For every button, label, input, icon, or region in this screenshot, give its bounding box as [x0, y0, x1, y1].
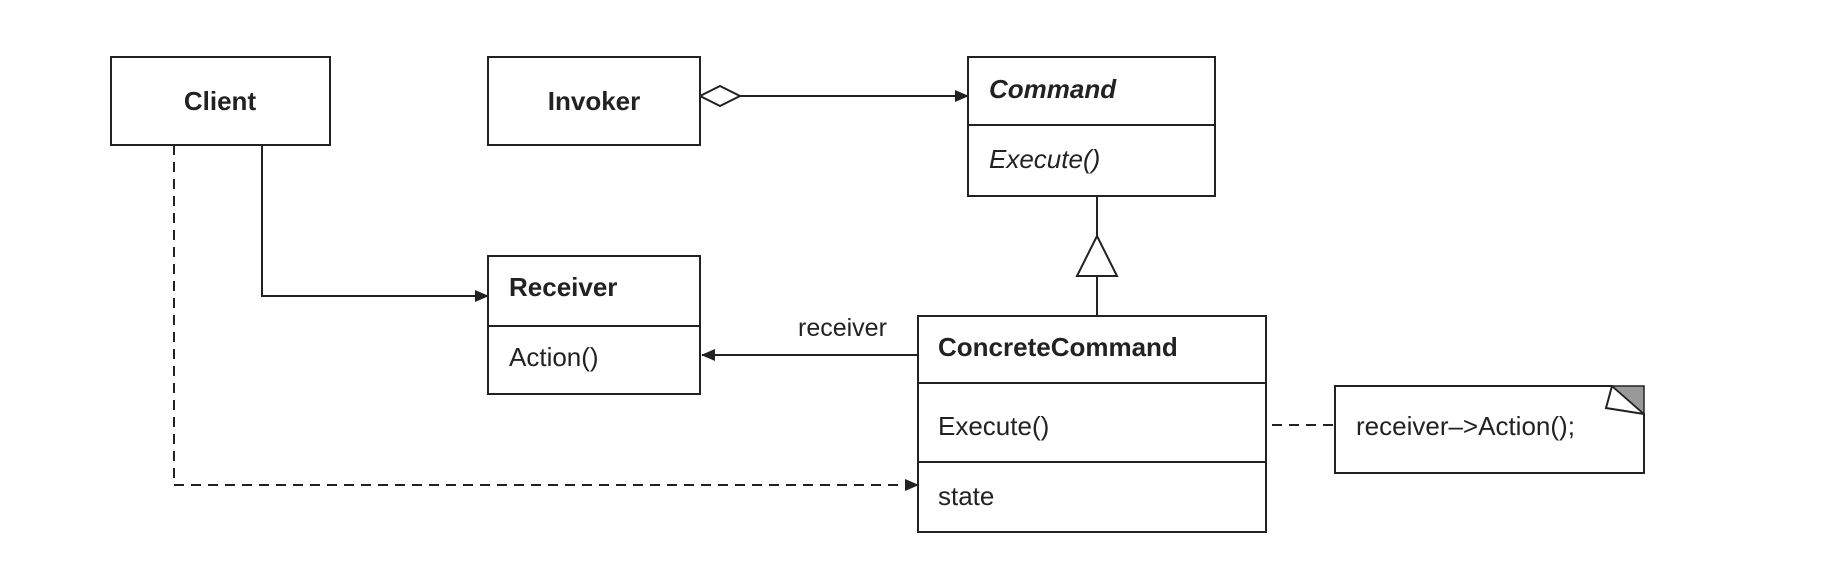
note: receiver–>Action(); [1334, 385, 1645, 474]
client-receiver-association [261, 145, 489, 302]
concretecommand-command-generalization [1075, 196, 1119, 316]
class-concretecommand-attribute: state [938, 481, 994, 511]
class-concretecommand-name: ConcreteCommand [938, 332, 1178, 362]
class-command-operation: Execute() [989, 144, 1100, 174]
class-command-name: Command [989, 74, 1117, 104]
note-text: receiver–>Action(); [1356, 411, 1575, 441]
inheritance-triangle [1075, 233, 1119, 277]
class-client-name: Client [184, 86, 257, 116]
concretecommand-receiver-association: receiver [701, 314, 918, 361]
aggregation-diamond [697, 84, 743, 108]
receiver-role-label: receiver [798, 314, 887, 342]
class-concretecommand-operation: Execute() [938, 411, 1049, 441]
class-receiver-operation: Action() [509, 342, 599, 372]
class-command: Command Execute() [967, 56, 1216, 197]
class-invoker-name: Invoker [548, 86, 641, 116]
invoker-command-aggregation [697, 84, 969, 108]
class-receiver-name: Receiver [509, 272, 617, 302]
note-fold-corner [1610, 385, 1645, 416]
client-concretecommand-dependency [173, 145, 919, 491]
class-concretecommand: ConcreteCommand Execute() state [917, 315, 1267, 533]
class-receiver: Receiver Action() [487, 255, 701, 395]
class-invoker: Invoker [487, 56, 701, 146]
class-client: Client [110, 56, 331, 146]
